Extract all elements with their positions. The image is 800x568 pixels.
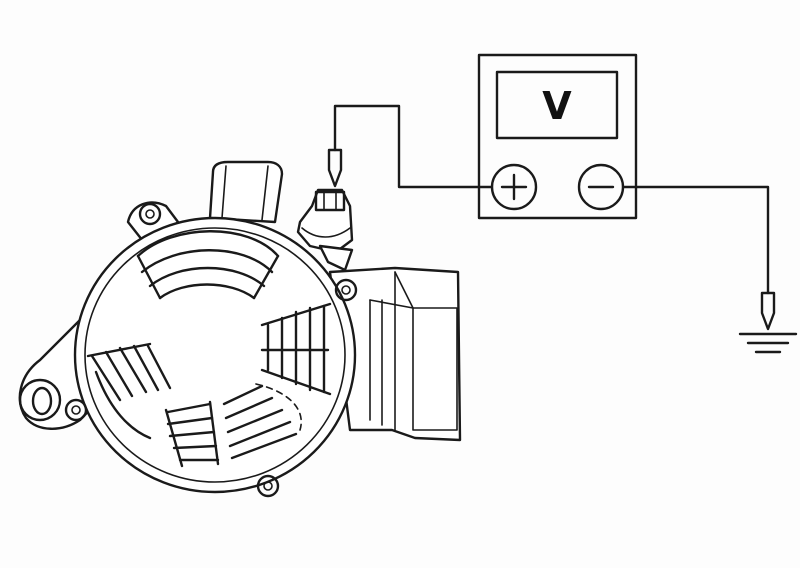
connector-plug (208, 160, 284, 224)
b-terminal-nut-icon (314, 190, 346, 212)
test-leads (327, 104, 776, 331)
housing-recess (412, 307, 458, 431)
positive-probe-icon (327, 148, 343, 188)
voltmeter-case (477, 53, 638, 220)
vent-slots-right (260, 302, 332, 396)
housing-bolts (64, 202, 358, 498)
alternator (18, 160, 462, 498)
vent-slots-left (86, 342, 172, 440)
bolt-icon (138, 202, 162, 226)
negative-terminal (577, 163, 625, 211)
positive-terminal (490, 163, 538, 211)
bolt-icon (256, 474, 280, 498)
ground-symbol-icon (738, 332, 798, 354)
voltmeter-display-label: V (542, 84, 572, 128)
positive-lead-wire (333, 104, 494, 189)
vent-slots-bottom (164, 383, 302, 468)
negative-probe-icon (760, 291, 776, 331)
mounting-hole (18, 378, 62, 422)
voltmeter: V (477, 53, 638, 220)
negative-lead-wire (621, 185, 770, 295)
alternator-front-housing (73, 216, 357, 494)
bolt-icon (64, 398, 88, 422)
bolt-icon (334, 278, 358, 302)
vent-slots-top (136, 230, 280, 300)
voltmeter-display (495, 70, 619, 140)
